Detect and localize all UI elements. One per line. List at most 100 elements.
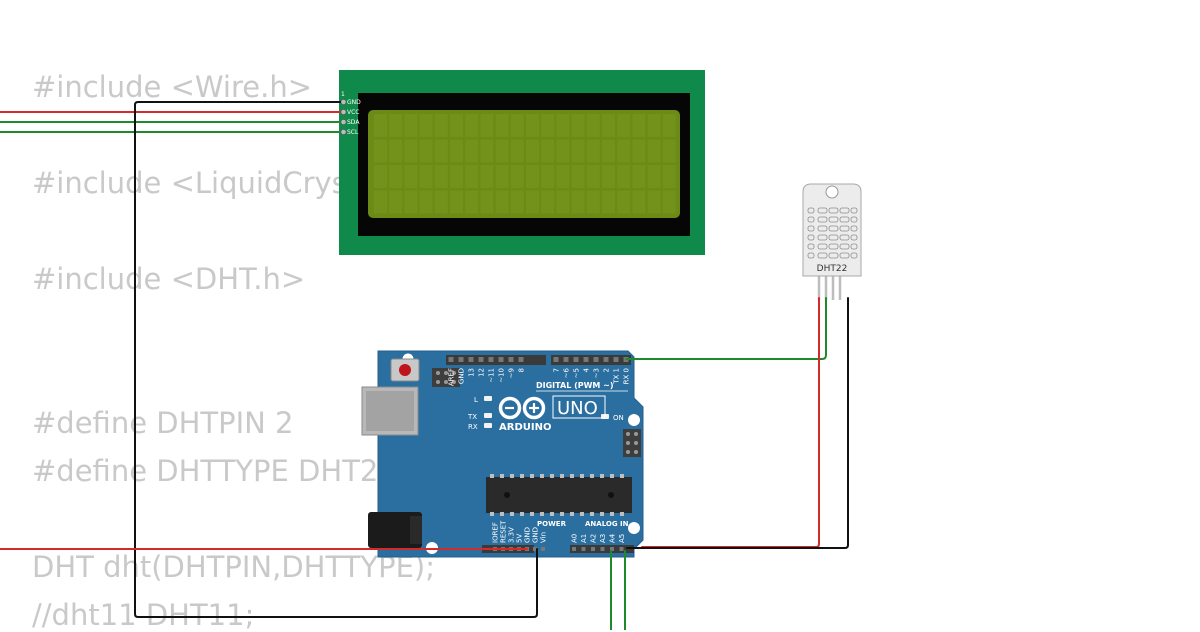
header-pin-label: 5V — [516, 534, 524, 543]
digital-pin[interactable] — [508, 357, 514, 362]
wire-dht-gnd-black[interactable] — [626, 297, 849, 549]
lcd-char-cell — [434, 139, 448, 163]
lcd-char-cell — [602, 165, 615, 188]
dht22-vent-slot — [807, 243, 815, 250]
lcd-module[interactable]: 1 GND VCC SDA SCL — [339, 70, 705, 255]
lcd-char-cell — [374, 114, 387, 137]
lcd-char-cell — [389, 114, 403, 137]
digital-pin-label: 13 — [468, 368, 476, 377]
chip-pin — [550, 474, 554, 478]
led-rx — [484, 423, 492, 428]
digital-pin[interactable] — [498, 357, 504, 362]
lcd-char-cell — [495, 114, 509, 137]
digital-pin[interactable] — [468, 357, 474, 362]
lcd-char-cell — [450, 165, 463, 188]
lcd-char-cell — [465, 190, 479, 214]
lcd-pin-label-gnd: GND — [347, 99, 361, 106]
dht22-sensor[interactable]: DHT22 — [802, 183, 862, 300]
chip-pin — [500, 474, 504, 478]
digital-pin[interactable] — [573, 357, 579, 362]
header-pin[interactable] — [619, 547, 624, 551]
digital-pin[interactable] — [478, 357, 484, 362]
digital-pin[interactable] — [613, 357, 619, 362]
lcd-char-cell — [434, 190, 448, 214]
lcd-char-cell — [526, 139, 539, 163]
code-line-define-dhttype: #define DHTTYPE DHT22 — [32, 454, 397, 488]
dht22-vent-slot — [828, 243, 839, 250]
lcd-character-grid — [374, 114, 676, 214]
lcd-pin-header: GND VCC SDA SCL — [340, 99, 361, 136]
lcd-char-cell — [526, 165, 539, 188]
dht22-vent-slot — [839, 243, 850, 250]
lcd-char-cell — [419, 165, 433, 188]
dht22-vent-slot — [839, 252, 850, 259]
digital-pin[interactable] — [518, 357, 524, 362]
lcd-pin-vcc[interactable] — [340, 109, 347, 115]
lcd-char-cell — [526, 190, 539, 214]
lcd-char-cell — [556, 190, 570, 214]
header-pin[interactable] — [591, 547, 595, 551]
lcd-char-cell — [389, 190, 403, 214]
lcd-pin-label-scl: SCL — [347, 129, 359, 136]
lcd-char-cell — [480, 190, 494, 214]
lcd-char-cell — [571, 139, 585, 163]
wire-lcd-gnd-black[interactable] — [134, 101, 538, 618]
power-header-label: POWER — [537, 520, 567, 528]
header-pin-label: Vin — [540, 532, 548, 543]
digital-pin[interactable] — [448, 357, 454, 362]
header-pin[interactable] — [572, 547, 576, 551]
dht22-vent-slot — [839, 225, 850, 232]
header-pin[interactable] — [581, 547, 586, 551]
digital-pin[interactable] — [583, 357, 589, 362]
digital-pin[interactable] — [563, 357, 569, 362]
dht22-vent-slot — [828, 225, 839, 232]
code-line-include-dht: #include <DHT.h> — [32, 262, 306, 296]
digital-pin-label: 4 — [583, 367, 591, 372]
wire-dht-data-green[interactable] — [625, 297, 827, 360]
lcd-char-cell — [586, 139, 600, 163]
header-pin-label: A4 — [609, 533, 617, 543]
header-pin-label: A1 — [580, 534, 588, 543]
wire-dht-vcc-red[interactable] — [641, 297, 820, 548]
digital-header-left — [446, 355, 546, 365]
digital-pin[interactable] — [458, 357, 464, 362]
lcd-char-cell — [647, 114, 661, 137]
lcd-char-cell — [556, 139, 570, 163]
lcd-char-cell — [647, 139, 661, 163]
uno-model-label: UNO — [557, 398, 598, 419]
lcd-pin-scl[interactable] — [340, 129, 347, 135]
header-pin[interactable] — [533, 547, 537, 551]
lcd-char-cell — [662, 190, 676, 214]
chip-pin — [510, 474, 514, 478]
lcd-pin-sda[interactable] — [340, 119, 347, 125]
chip-pin — [550, 512, 554, 516]
digital-pin[interactable] — [553, 357, 559, 362]
header-pin[interactable] — [610, 547, 614, 551]
lcd-pin-gnd[interactable] — [340, 99, 347, 105]
dht22-mount-hole — [825, 185, 839, 199]
header-pin-label: A3 — [599, 534, 607, 543]
lcd-char-cell — [632, 165, 646, 188]
digital-header-label: DIGITAL (PWM ~) — [536, 381, 614, 390]
chip-pin — [490, 474, 494, 478]
digital-pin[interactable] — [488, 357, 494, 362]
dht22-vent-slot — [850, 234, 858, 241]
header-pin[interactable] — [541, 547, 545, 551]
header-pin[interactable] — [600, 547, 605, 551]
dht22-vent-slot — [828, 252, 839, 259]
header-pin-label: RESET — [500, 520, 508, 543]
lcd-char-cell — [586, 114, 600, 137]
digital-pin[interactable] — [603, 357, 609, 362]
lcd-char-cell — [374, 165, 387, 188]
dht22-vent-slot — [839, 207, 850, 214]
chip-pin — [600, 512, 604, 516]
digital-pin-label: ~9 — [508, 368, 516, 378]
digital-pin[interactable] — [593, 357, 599, 362]
chip-pin — [530, 512, 534, 516]
chip-pin — [570, 474, 574, 478]
dht22-vent-slot — [850, 225, 858, 232]
chip-pin — [580, 474, 584, 478]
